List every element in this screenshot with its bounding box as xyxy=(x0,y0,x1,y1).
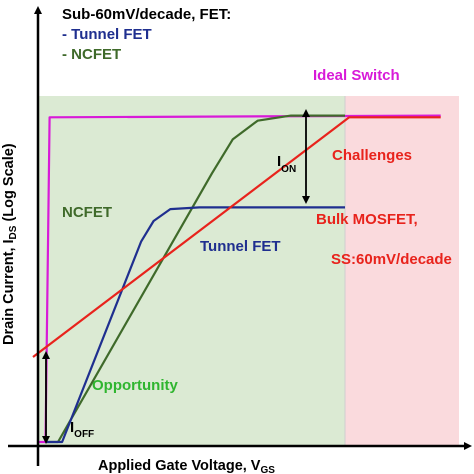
tunnel-fet-label: Tunnel FET xyxy=(200,238,281,255)
ss-label: SS:60mV/decade xyxy=(331,251,452,268)
legend: Sub-60mV/decade, FET: - Tunnel FET - NCF… xyxy=(62,6,231,63)
opportunity-label: Opportunity xyxy=(92,377,178,394)
ideal-switch-label: Ideal Switch xyxy=(313,67,400,84)
series-tunnel-fet-line xyxy=(45,206,345,444)
legend-title: Sub-60mV/decade, FET: xyxy=(62,6,231,23)
y-axis-label: Drain Current, IDS (Log Scale) xyxy=(1,143,19,345)
ncfet-label: NCFET xyxy=(62,204,112,221)
ioff-label: IOFF xyxy=(70,419,94,440)
legend-item-tunnel-fet: - Tunnel FET xyxy=(62,26,152,43)
series-bulk-mosfet-line xyxy=(32,116,441,358)
series-layer xyxy=(32,114,441,444)
bulk-mosfet-label: Bulk MOSFET, xyxy=(316,211,418,228)
legend-item-ncfet: - NCFET xyxy=(62,46,121,63)
series-ideal-switch-line xyxy=(37,114,441,444)
challenges-region xyxy=(345,96,459,446)
ion-label: ION xyxy=(277,153,296,175)
challenges-label: Challenges xyxy=(332,147,412,164)
x-axis-label: Applied Gate Voltage, VGS xyxy=(98,458,275,474)
